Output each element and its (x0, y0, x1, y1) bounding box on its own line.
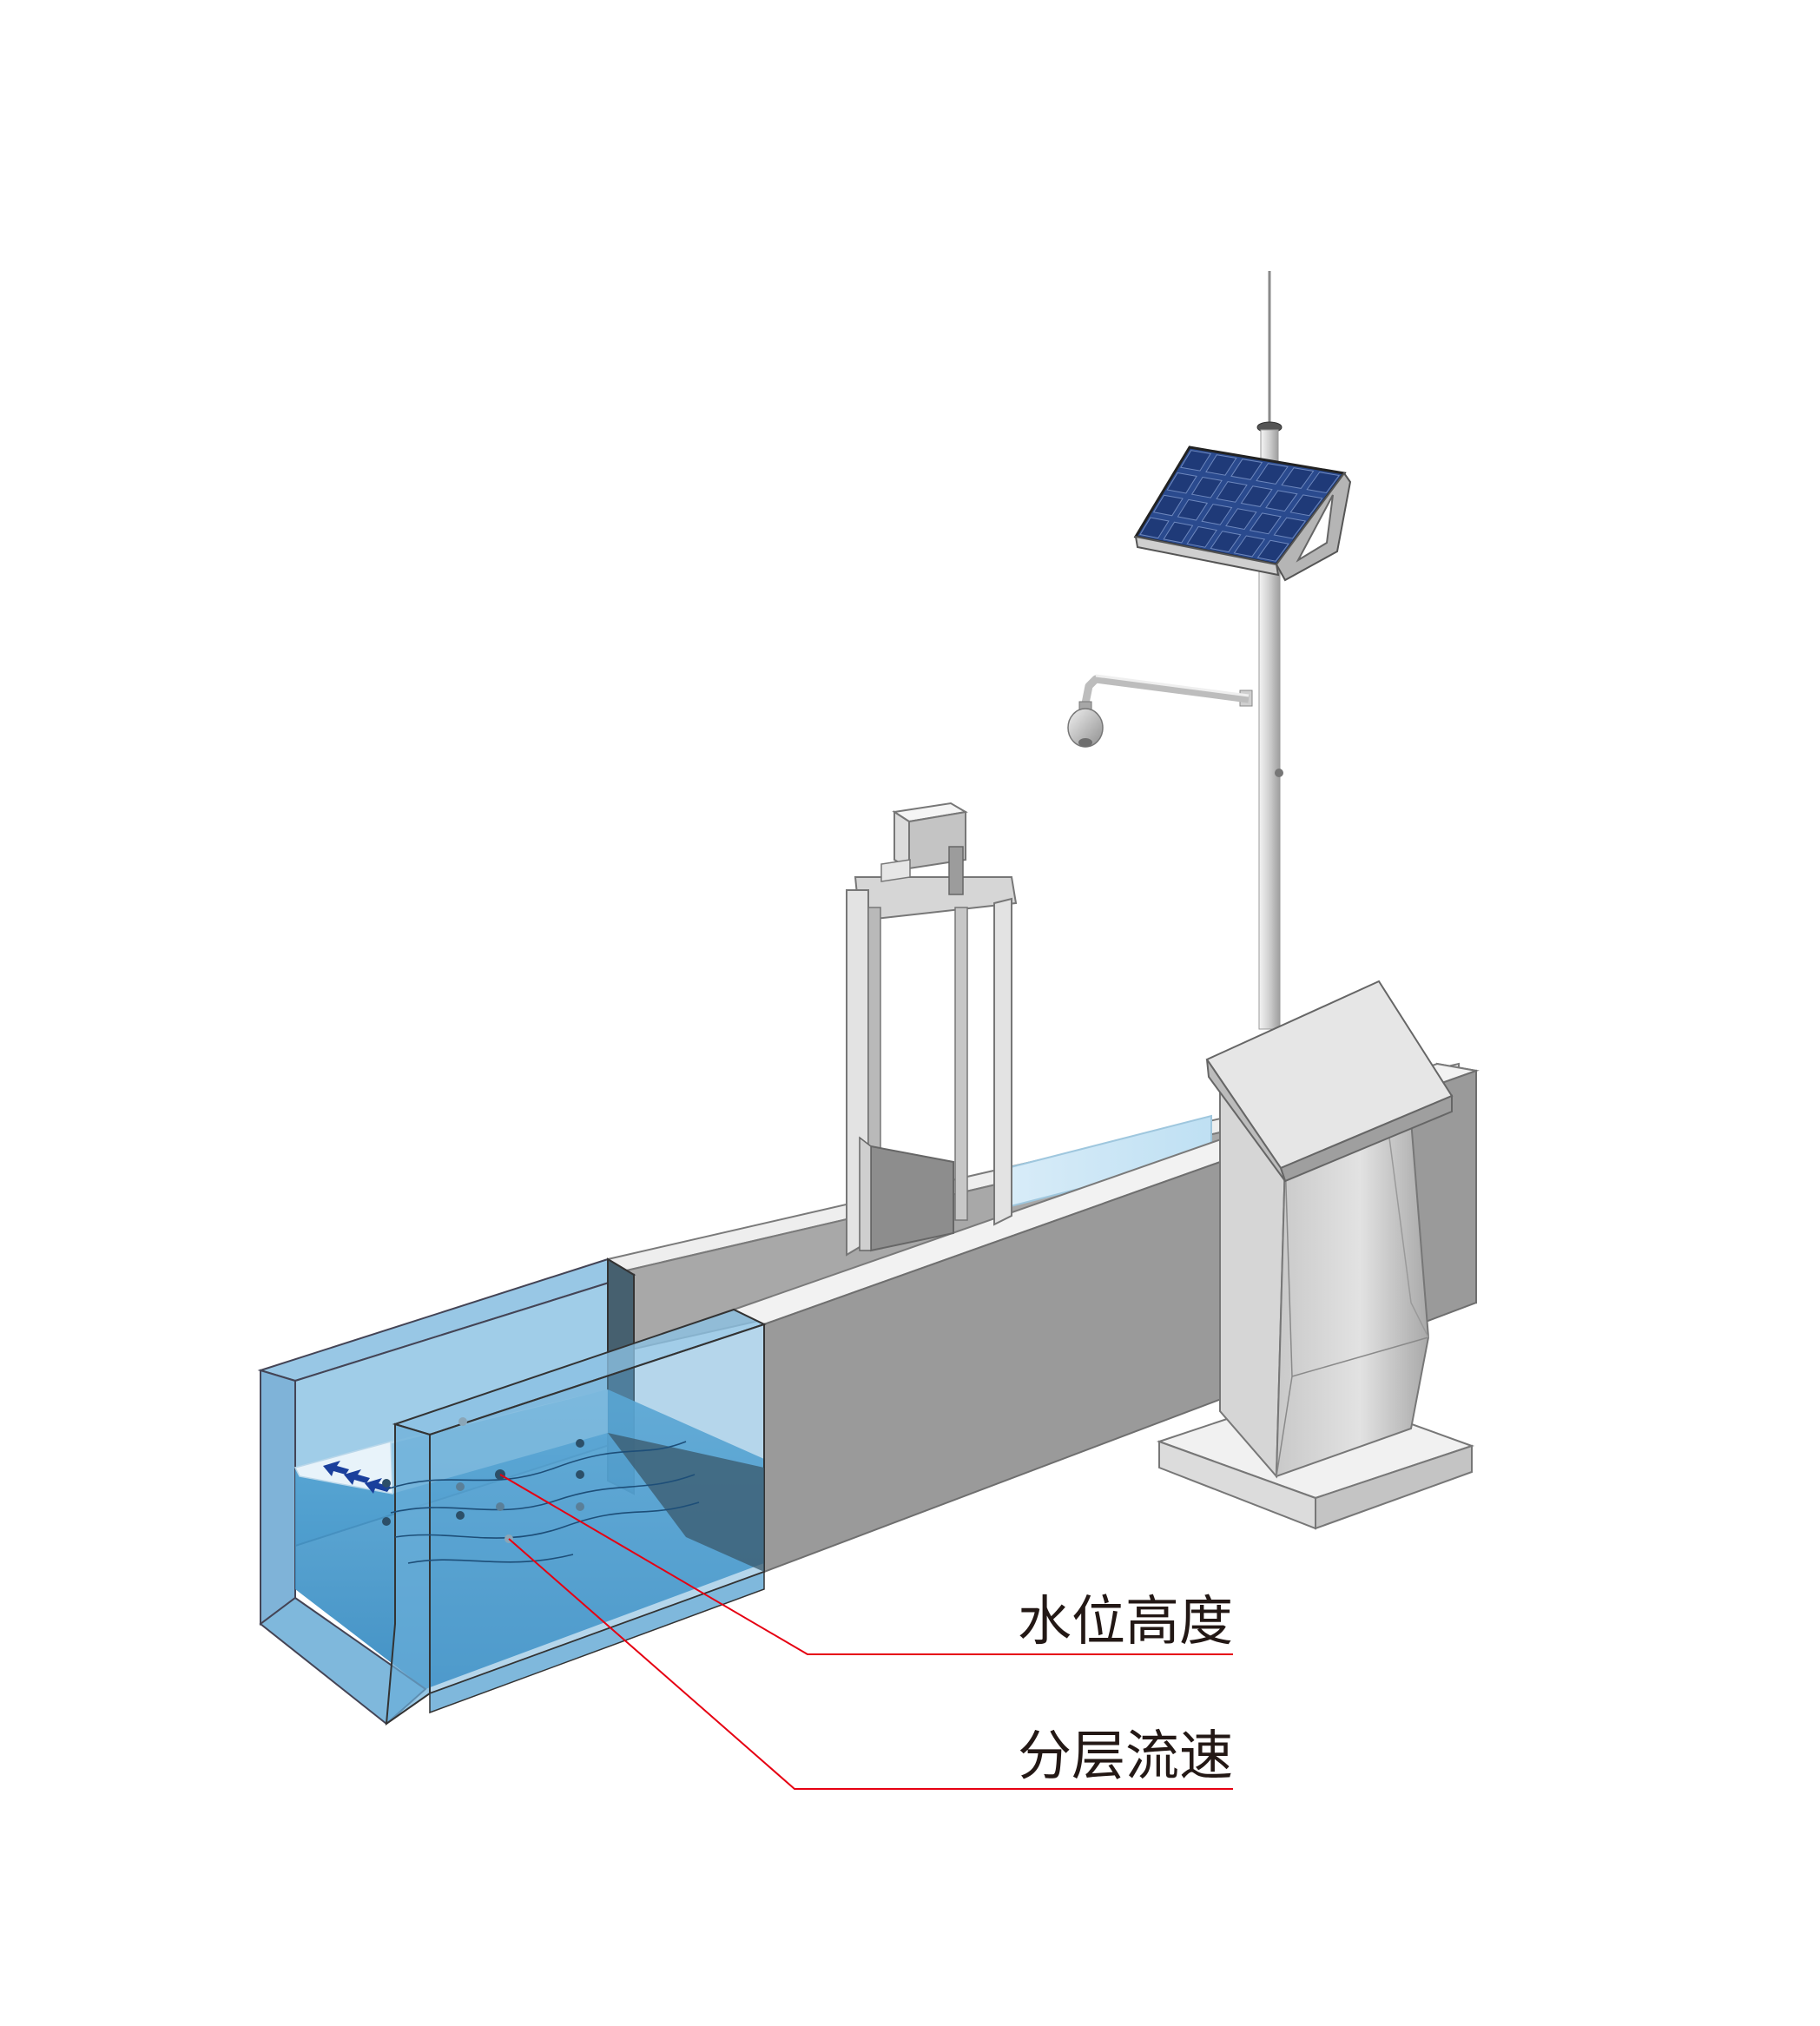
solar-cell (1216, 481, 1248, 503)
camera-arm-highlight (1095, 674, 1250, 697)
solar-cell (1180, 450, 1211, 472)
callout-water-level-line (499, 1474, 1233, 1655)
solar-cell (1190, 476, 1223, 498)
solar-cell (1281, 467, 1315, 489)
solar-panel-icon (1133, 445, 1352, 582)
callout-layered-flow-line (508, 1538, 1233, 1790)
solar-panel-edge (1134, 535, 1280, 577)
solar-cell (1256, 539, 1289, 562)
callout-water-level-label: 水位高度 (1018, 1589, 1233, 1653)
solar-cell (1152, 494, 1184, 517)
cabinet-crease-3 (1388, 1137, 1429, 1338)
gate-lift-slot (948, 846, 964, 895)
camera-lens (1078, 738, 1092, 747)
sluice-gate (846, 802, 1018, 1257)
solar-cell (1166, 472, 1197, 494)
solar-cell (1230, 459, 1263, 480)
solar-cell (1210, 531, 1242, 553)
solar-cell (1186, 525, 1217, 548)
callout-layered-flow-label: 分层流速 (1018, 1724, 1233, 1787)
cabinet-crease-2 (1291, 1336, 1429, 1377)
gate-crossbeam-side (880, 859, 911, 882)
flow-streamlines (386, 1441, 700, 1564)
gate-right-guide (954, 907, 968, 1221)
solar-cell (1265, 490, 1298, 512)
callout-layered-flow: 分层流速 (508, 1538, 1233, 1790)
cabinet-plinth-right (1315, 1444, 1473, 1530)
pole-bolt (1275, 769, 1283, 777)
callout-water-level: 水位高度 (499, 1474, 1233, 1655)
solar-cell (1201, 504, 1233, 525)
cutaway-outer-glass (429, 1570, 765, 1714)
solar-cell (1249, 512, 1282, 535)
control-cabinet (1156, 980, 1475, 1530)
solar-cell (1256, 463, 1289, 485)
flow-arrow-icon (323, 1461, 391, 1494)
solar-cell (1306, 472, 1340, 494)
solar-cell (1273, 517, 1307, 539)
cutaway-left-face (260, 1369, 296, 1626)
solar-cells (1139, 450, 1340, 562)
monitoring-pole (1067, 271, 1352, 1030)
cutaway-front-wall-edge (385, 1422, 431, 1726)
gate-leaf (870, 1145, 954, 1252)
gate-leaf-edge (859, 1136, 872, 1251)
solar-panel-bracket-inner (1296, 494, 1334, 563)
water-surface-back (391, 1389, 608, 1494)
gate-right-column (993, 897, 1012, 1226)
channel-cutaway (257, 1257, 767, 1726)
dome-camera-icon (1067, 708, 1104, 748)
solar-cell (1233, 535, 1266, 558)
cabinet-lid-side (1206, 1059, 1286, 1182)
cutaway-front-end-plate (608, 1433, 764, 1572)
solar-cell (1205, 454, 1237, 476)
solar-cell (1289, 494, 1323, 517)
solar-cell (1163, 521, 1194, 544)
solar-cell (1139, 517, 1170, 539)
camera-arm (1081, 675, 1250, 704)
solar-cell (1225, 508, 1257, 531)
pole-main (1258, 555, 1281, 1030)
solar-cell (1240, 485, 1273, 507)
solar-cell (1177, 498, 1209, 521)
